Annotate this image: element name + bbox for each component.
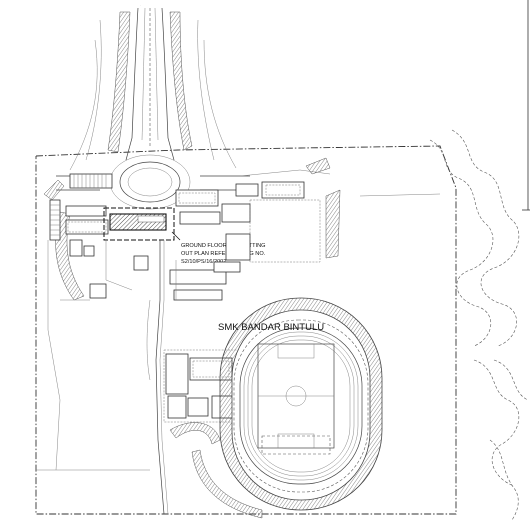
central-walkway xyxy=(146,240,169,515)
school-name-label: SMK BANDAR BINTULU xyxy=(218,322,324,333)
football-field xyxy=(257,343,335,455)
annotation-line-3: S2/10/PS/16/2002 xyxy=(181,259,226,265)
sheet-border xyxy=(522,0,530,211)
access-road xyxy=(69,7,237,171)
left-building-cluster xyxy=(65,205,149,299)
lower-embankment xyxy=(169,422,263,519)
plan-annotation: GROUND FLOOR AND SETTING OUT PLAN REFER … xyxy=(181,243,266,265)
road-label: . xyxy=(140,4,141,7)
parking-top-left xyxy=(49,173,113,241)
terrain-contours xyxy=(429,129,529,521)
right-embankment xyxy=(305,157,341,259)
annotation-line-2: OUT PLAN REFER TO DWG NO. xyxy=(181,251,266,257)
site-paths xyxy=(36,169,441,471)
right-building-cluster xyxy=(169,181,321,301)
proposed-building xyxy=(103,207,181,241)
annotation-line-1: GROUND FLOOR AND SETTING xyxy=(181,243,266,249)
site-boundary xyxy=(35,145,457,515)
running-track xyxy=(219,297,383,511)
